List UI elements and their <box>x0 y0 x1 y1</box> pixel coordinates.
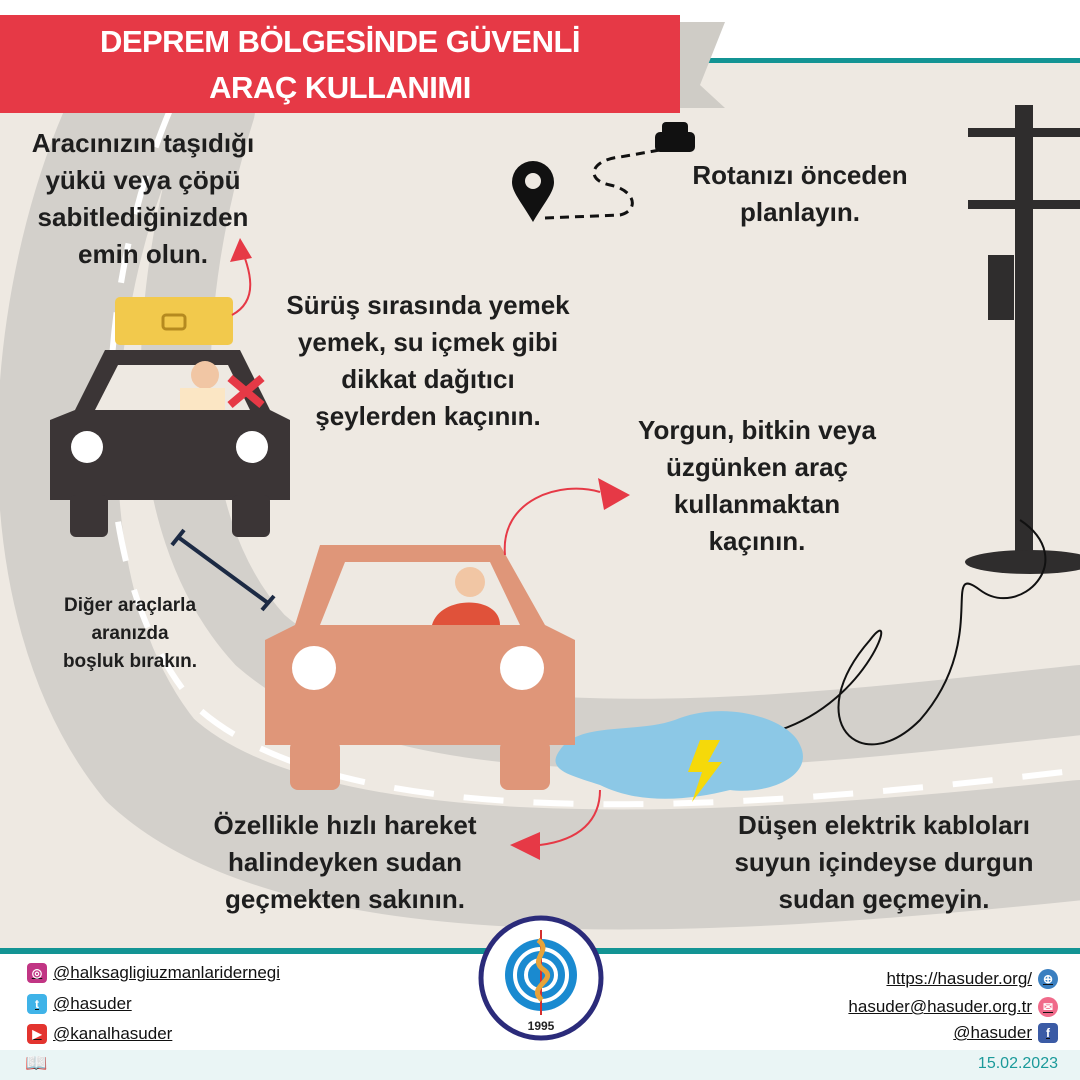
instagram-icon: ◎ <box>27 963 47 983</box>
pink-car <box>265 545 575 790</box>
footer-bar <box>0 1050 1080 1080</box>
route-line <box>544 148 661 220</box>
map-pin-icon <box>512 161 554 222</box>
cable <box>699 519 1047 781</box>
youtube-link[interactable]: ▶@kanalhasuder <box>27 1024 172 1044</box>
mail-icon: ✉ <box>1038 997 1058 1017</box>
svg-text:1995: 1995 <box>528 1019 555 1033</box>
distance-indicator <box>170 528 276 612</box>
twitter-icon: t <box>27 994 47 1014</box>
dark-car <box>50 297 290 537</box>
website-link[interactable]: https://hasuder.org/⊕ <box>886 969 1058 989</box>
facebook-icon: f <box>1038 1023 1058 1043</box>
page-title: DEPREM BÖLGESİNDE GÜVENLİ ARAÇ KULLANIMI <box>0 15 680 113</box>
lightning-icon <box>688 740 722 802</box>
email-link[interactable]: hasuder@hasuder.org.tr✉ <box>848 997 1058 1017</box>
globe-icon: ⊕ <box>1038 969 1058 989</box>
twitter-link[interactable]: t@hasuder <box>27 994 132 1014</box>
hasuder-logo: 1995 <box>478 915 604 1041</box>
small-car-icon <box>655 122 695 152</box>
youtube-icon: ▶ <box>27 1024 47 1044</box>
book-icon: 📖 <box>25 1053 48 1073</box>
date: 15.02.2023 <box>977 1055 1058 1072</box>
electric-pole-icon <box>965 105 1080 574</box>
instagram-link[interactable]: ◎@halksagligiuzmanlaridernegi <box>27 963 280 983</box>
puddle <box>555 711 803 799</box>
